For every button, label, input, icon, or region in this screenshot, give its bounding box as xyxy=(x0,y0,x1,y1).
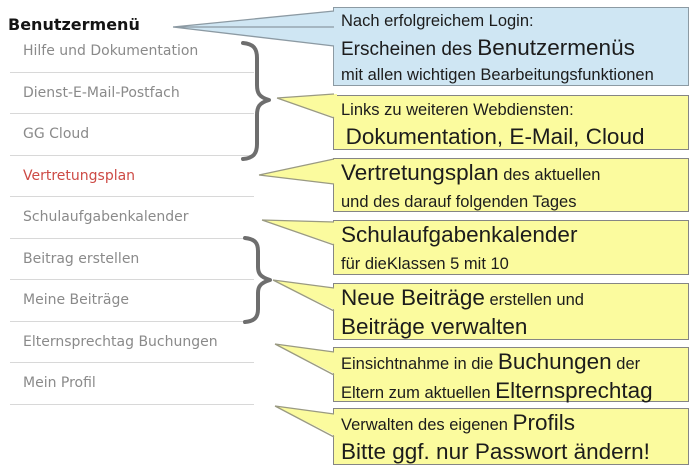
callout-line: Neue Beiträge erstellen und xyxy=(341,285,584,310)
callout-tail-yellow xyxy=(273,280,337,311)
menu-item-label: Meine Beiträge xyxy=(23,292,129,309)
callout-line: für dieKlassen 5 mit 10 xyxy=(341,255,509,273)
menu-item-vertretungsplan[interactable]: Vertretungsplan xyxy=(10,156,254,197)
callout-line: Eltern zum aktuellen Elternsprechtag xyxy=(341,378,653,403)
callout-line: mit allen wichtigen Bearbeitungsfunktion… xyxy=(341,66,654,84)
menu-item-dienst-e-mail-postfach[interactable]: Dienst-E-Mail-Postfach xyxy=(10,73,254,114)
callout-line: Bitte ggf. nur Passwort ändern! xyxy=(341,439,650,464)
callout-tail-edge xyxy=(258,158,335,185)
callout-tail-yellow xyxy=(259,159,337,184)
callout-line: Erscheinen des Benutzermenüs xyxy=(341,34,635,60)
callout-login: Nach erfolgreichem Login: Erscheinen des … xyxy=(333,7,689,86)
callout-line: Einsichtnahme in die Buchungen der xyxy=(341,349,641,374)
callout-tail-edge xyxy=(274,343,335,376)
callout-line: Dokumentation, E-Mail, Cloud xyxy=(345,124,645,149)
callout-tail-edge xyxy=(276,93,335,119)
callout-line: und des darauf folgenden Tages xyxy=(341,193,577,211)
menu-item-beitrag-erstellen[interactable]: Beitrag erstellen xyxy=(10,239,254,280)
menu-item-label: Vertretungsplan xyxy=(23,167,136,184)
menu-item-mein-profil[interactable]: Mein Profil xyxy=(10,363,254,405)
menu-item-meine-beitraege[interactable]: Meine Beiträge xyxy=(10,280,254,322)
callout-line: Schulaufgabenkalender xyxy=(341,222,578,247)
menu-item-label: Hilfe und Dokumentation xyxy=(23,43,199,60)
menu-item-elternsprechtag-buchungen[interactable]: Elternsprechtag Buchungen xyxy=(10,322,254,363)
menu-item-label: Schulaufgabenkalender xyxy=(23,209,189,226)
callout-tail-yellow xyxy=(262,220,337,245)
callout-tail-yellow xyxy=(277,94,337,118)
callout-tail-edge xyxy=(272,279,335,312)
callout-schulaufgabenkalender: Schulaufgabenkalender für dieKlassen 5 mi… xyxy=(333,220,689,275)
menu-item-hilfe-und-dokumentation[interactable]: Hilfe und Dokumentation xyxy=(10,31,254,73)
callout-line: Vertretungsplan des aktuellen xyxy=(341,160,601,185)
callout-tail-edge xyxy=(261,219,335,246)
menu-item-label: Mein Profil xyxy=(23,375,96,392)
callout-webdienste: Links zu weiteren Webdiensten: Dokumenta… xyxy=(333,95,689,150)
menu-item-label: Dienst-E-Mail-Postfach xyxy=(23,84,180,101)
menu-title: Benutzermenü xyxy=(8,15,140,34)
callout-tail-yellow xyxy=(275,344,337,375)
menu-item-label: Elternsprechtag Buchungen xyxy=(23,333,218,350)
callout-line: Verwalten des eigenen Profils xyxy=(341,410,576,435)
menu-item-schulaufgabenkalender[interactable]: Schulaufgabenkalender xyxy=(10,197,254,239)
menu-item-label: GG Cloud xyxy=(23,126,90,143)
menu-item-label: Beitrag erstellen xyxy=(23,250,140,267)
callout-line: Links zu weiteren Webdiensten: xyxy=(341,101,574,119)
menu-item-gg-cloud[interactable]: GG Cloud xyxy=(10,114,254,156)
callout-line: Nach erfolgreichem Login: xyxy=(341,12,534,30)
callout-line: Beiträge verwalten xyxy=(341,314,528,339)
callout-tail-yellow xyxy=(275,406,337,437)
callout-vertretungsplan: Vertretungsplan des aktuellen und des dar… xyxy=(333,158,689,212)
callout-tail-edge xyxy=(274,405,335,438)
